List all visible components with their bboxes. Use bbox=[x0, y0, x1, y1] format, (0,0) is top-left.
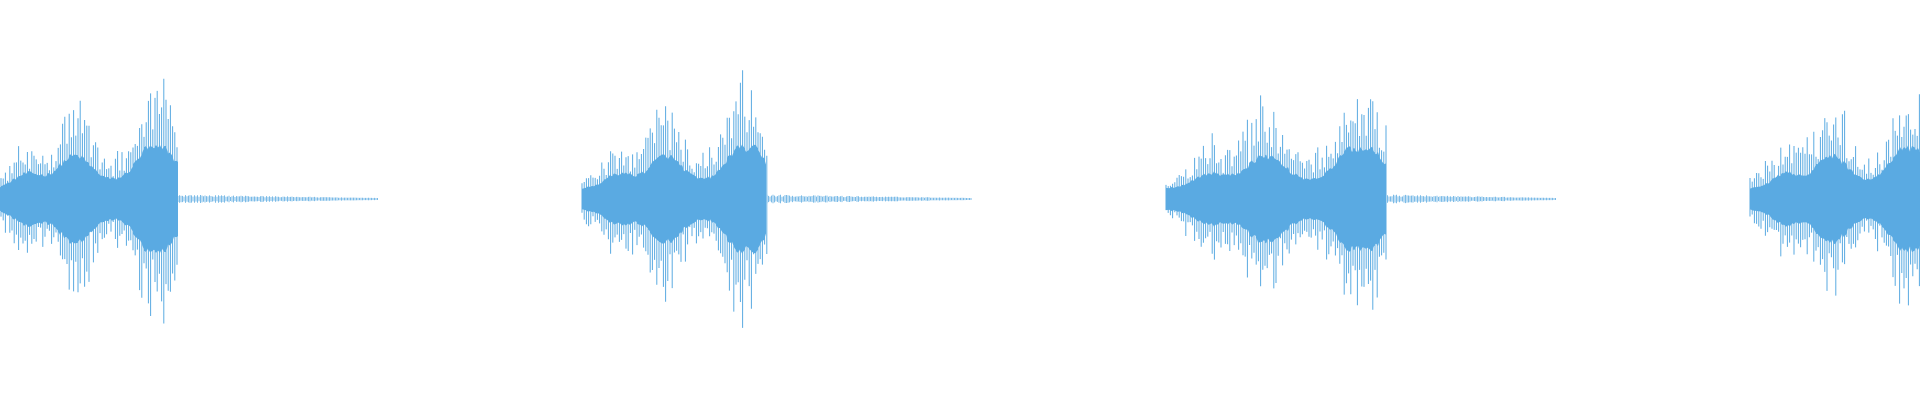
waveform-core bbox=[1750, 145, 1920, 253]
waveform-tail bbox=[177, 195, 378, 203]
waveform-spikes bbox=[0, 78, 178, 324]
waveform-spikes bbox=[1165, 95, 1387, 310]
waveform-tail bbox=[1385, 194, 1556, 204]
waveform-burst bbox=[1165, 95, 1556, 310]
waveform-burst bbox=[581, 70, 972, 328]
waveform-spikes bbox=[1749, 94, 1920, 306]
waveform-burst bbox=[0, 78, 378, 324]
waveform-tail bbox=[766, 194, 972, 204]
waveform-spikes bbox=[581, 70, 768, 328]
waveform-burst bbox=[1749, 94, 1920, 306]
waveform-bursts bbox=[0, 70, 1920, 328]
